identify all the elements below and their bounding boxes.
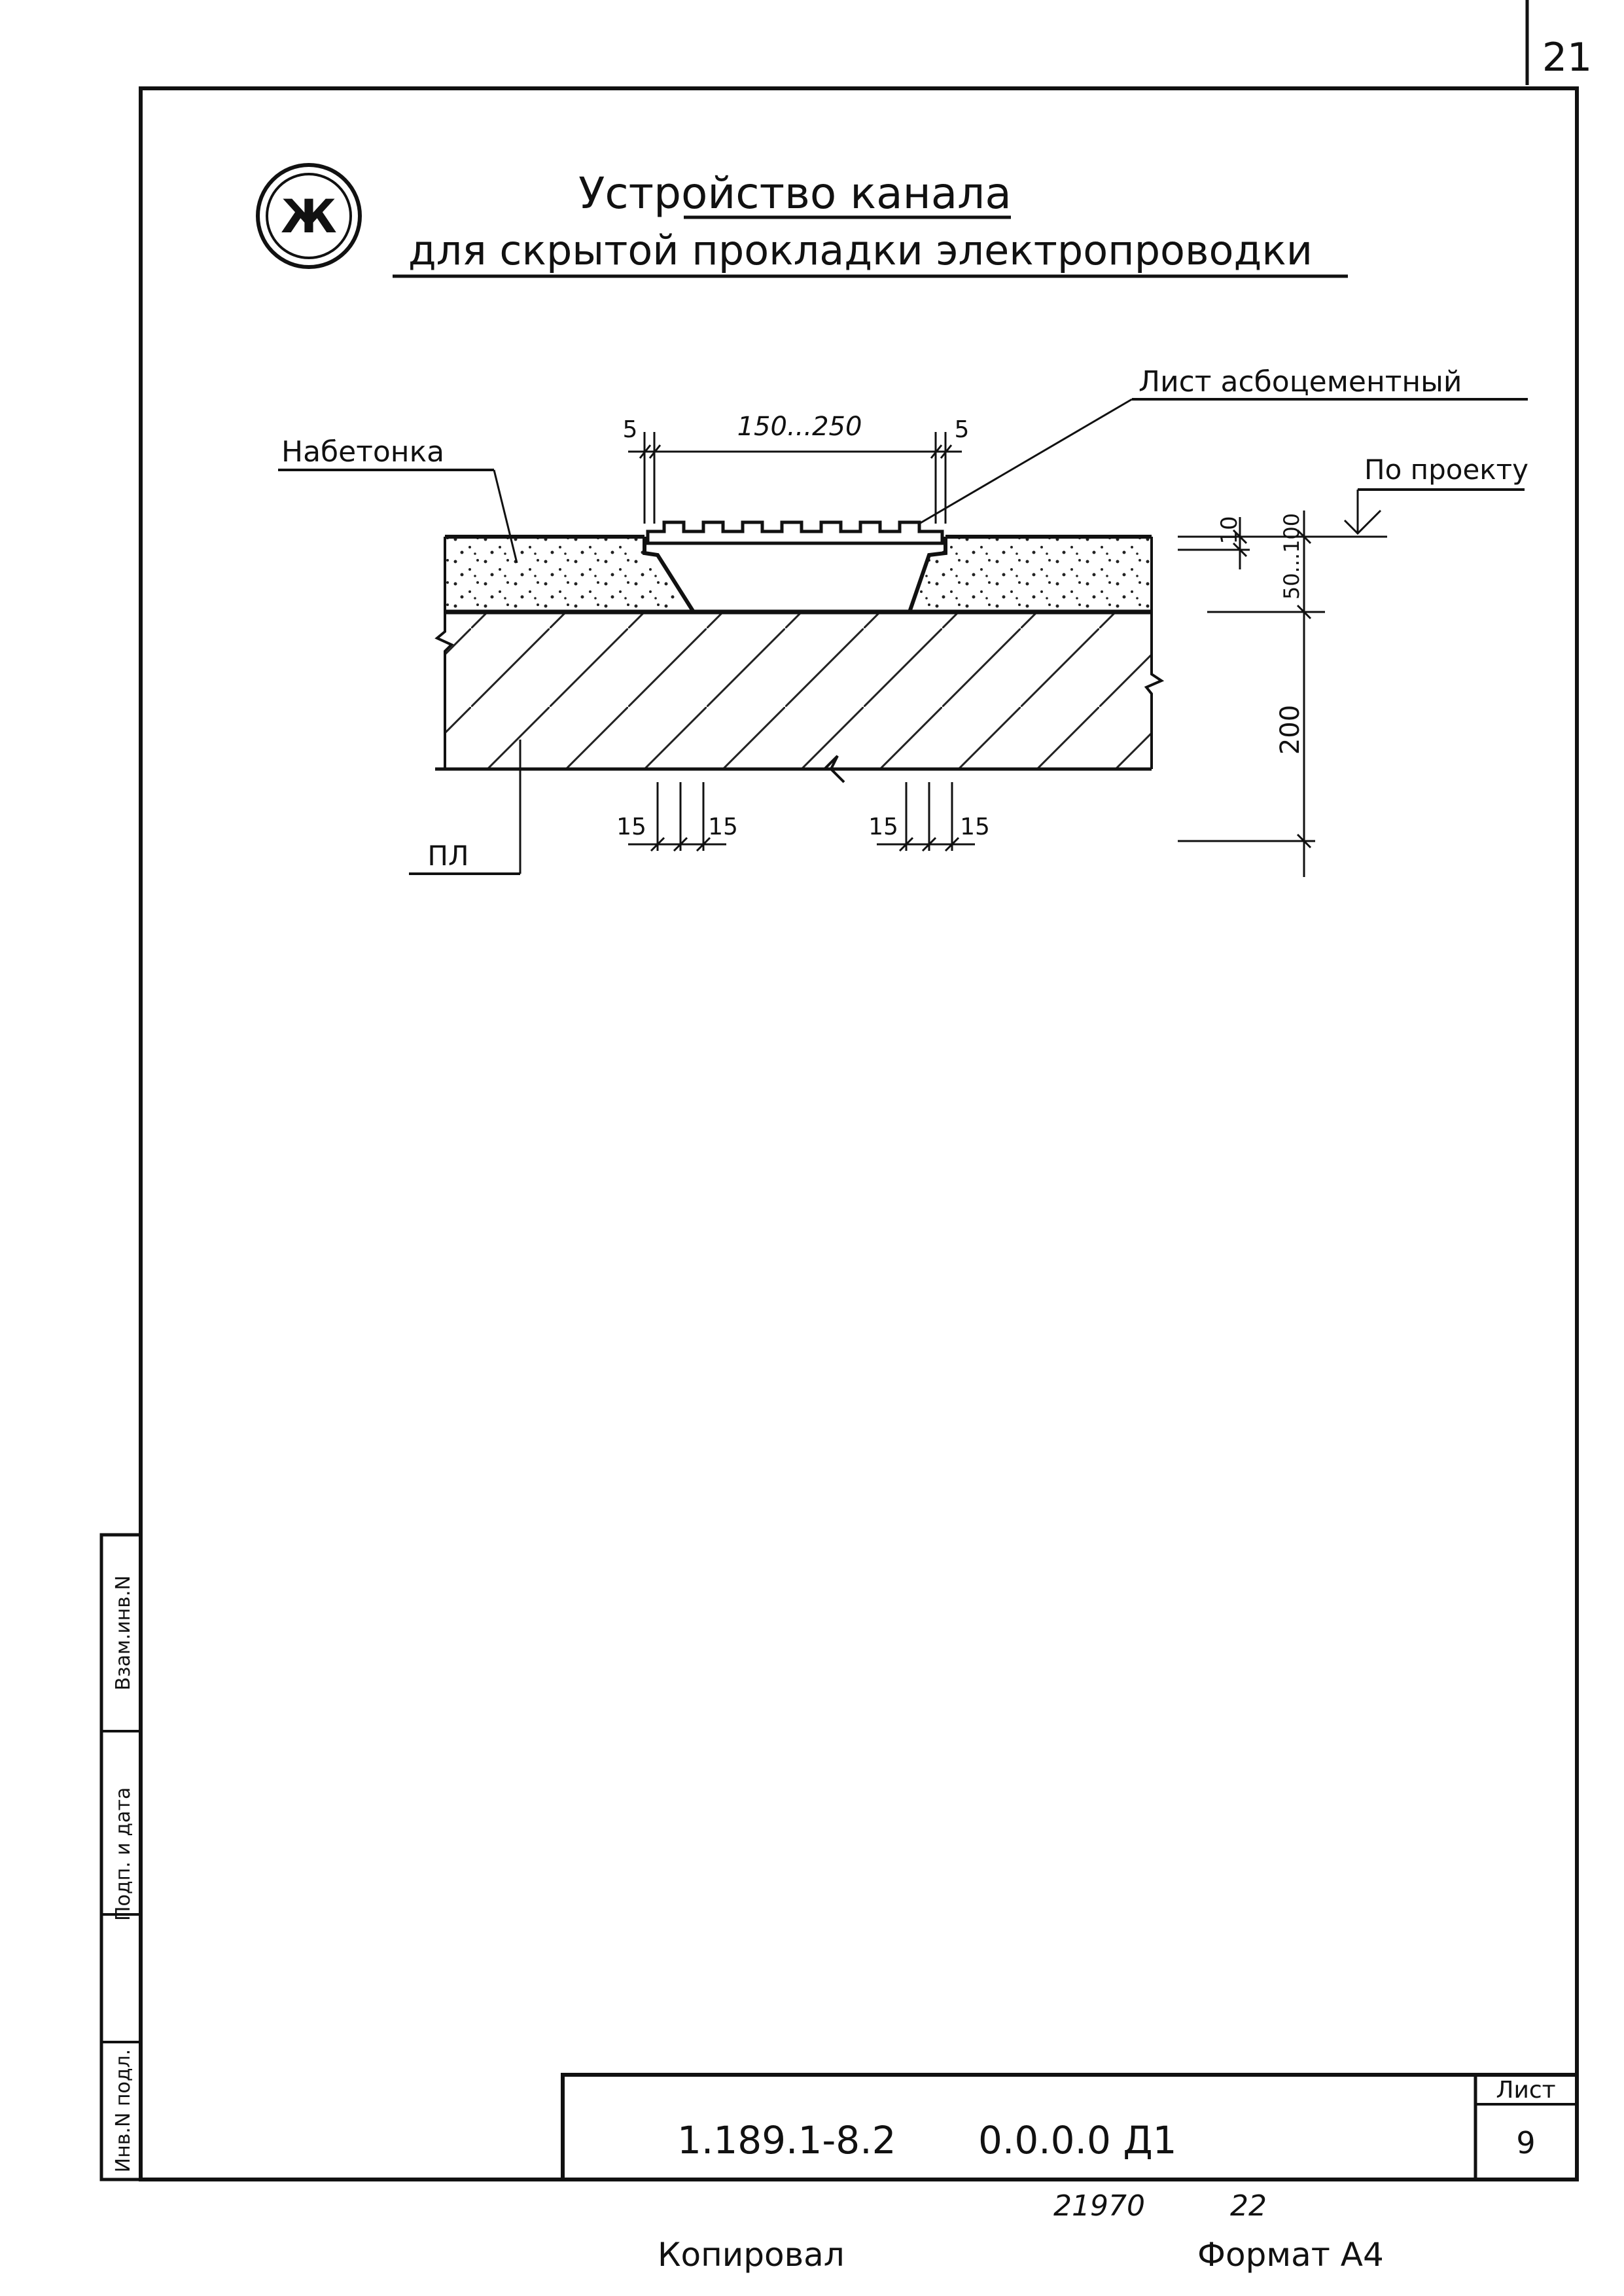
footer-number-a: 21970 bbox=[1053, 2189, 1145, 2223]
dim-topping-thickness: 50...100 bbox=[1279, 513, 1304, 600]
topping-right bbox=[909, 537, 1152, 612]
label-asbestos-sheet: Лист асбоцементный bbox=[1139, 365, 1462, 399]
sheet-number: 9 bbox=[1516, 2125, 1535, 2161]
section-marker: Ж bbox=[256, 163, 362, 269]
label-concrete-topping: Набетонка bbox=[281, 435, 444, 469]
asbestos-sheet bbox=[646, 520, 944, 545]
drawing-frame bbox=[139, 86, 1579, 2181]
label-slab: ПЛ bbox=[427, 840, 468, 872]
document-code-suffix: 0.0.0.0 Д1 bbox=[978, 2118, 1177, 2162]
footer-copied: Копировал bbox=[658, 2236, 845, 2274]
dim-sheet-thickness: 10 bbox=[1216, 516, 1243, 544]
tick-right-b: 15 bbox=[960, 814, 990, 840]
sheet-label: Лист bbox=[1496, 2077, 1555, 2104]
label-per-project: По проекту bbox=[1364, 454, 1528, 486]
stamp-cell-replace-inv: Взам.инв.N bbox=[112, 1575, 135, 1691]
channel-section: 5 150...250 5 Набетонка Лист асбоцементн… bbox=[278, 365, 1528, 877]
document-code: 1.189.1-8.2 bbox=[677, 2118, 896, 2162]
footer-number-b: 22 bbox=[1230, 2189, 1267, 2223]
sheet-corner-number: 21 bbox=[1542, 35, 1592, 81]
dim-channel-width: 150...250 bbox=[737, 412, 862, 442]
side-stamp: Инв.N подл. Подп. и дата Взам.инв.N bbox=[99, 1533, 143, 2181]
topping-left bbox=[445, 537, 694, 612]
tick-right-a: 15 bbox=[868, 814, 898, 840]
stamp-cell-inv-no: Инв.N подл. bbox=[112, 2049, 135, 2173]
marker-letter: Ж bbox=[281, 190, 337, 243]
title-line-1: Устройство канала bbox=[578, 168, 1012, 219]
tick-left-a: 15 bbox=[616, 814, 646, 840]
dim-gap-left: 5 bbox=[623, 416, 638, 443]
stamp-cell-sign-date: Подп. и дата bbox=[112, 1787, 135, 1921]
slab-hatch bbox=[445, 612, 1152, 769]
dim-slab-thickness: 200 bbox=[1275, 705, 1305, 755]
tick-left-b: 15 bbox=[708, 814, 738, 840]
title-line-2: для скрытой прокладки электропроводки bbox=[408, 226, 1313, 274]
title-block: Лист 9 1.189.1-8.2 0.0.0.0 Д1 bbox=[561, 2073, 1579, 2181]
dim-gap-right: 5 bbox=[955, 416, 970, 443]
footer-format: Формат А4 bbox=[1197, 2236, 1384, 2274]
